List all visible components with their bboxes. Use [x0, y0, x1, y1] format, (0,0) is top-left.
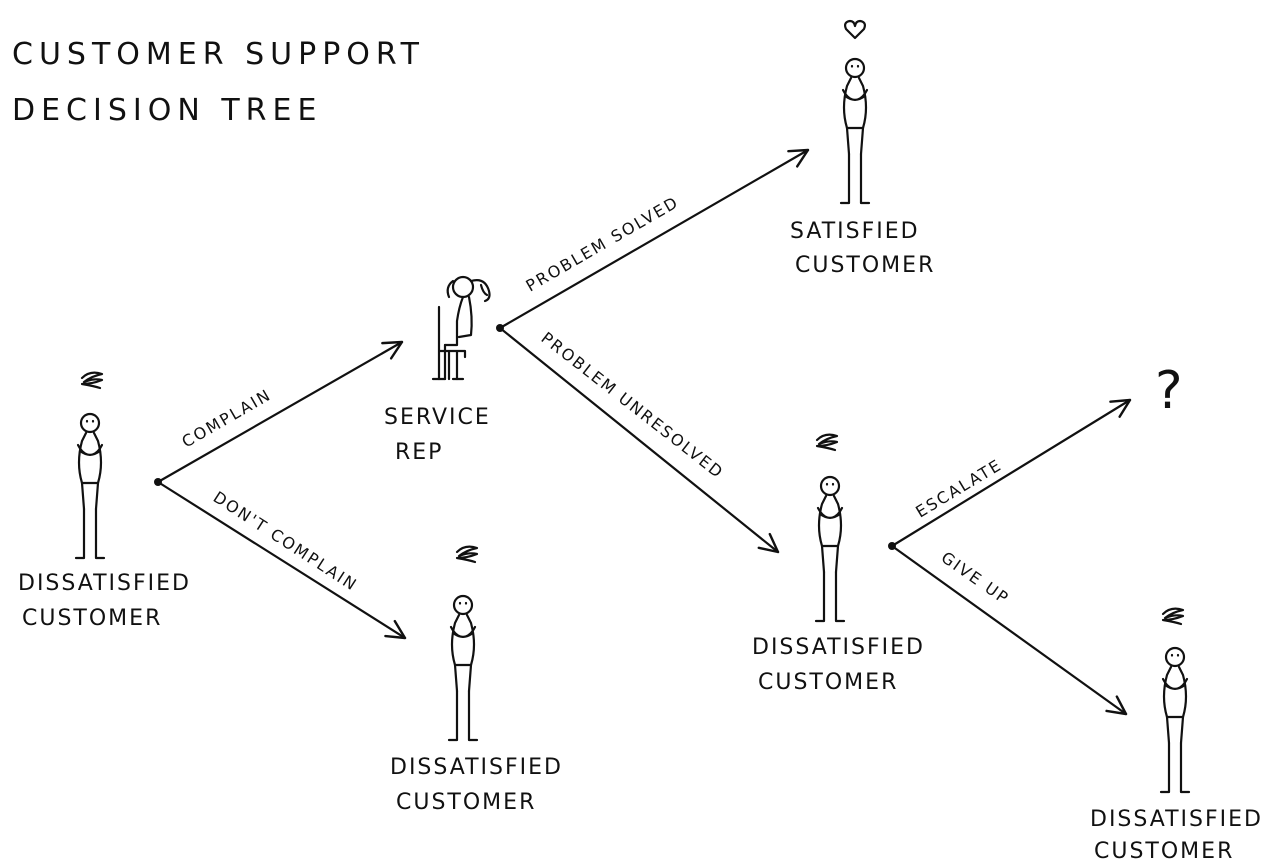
- node-satisfied-customer: SATISFIED CUSTOMER: [790, 19, 935, 278]
- title-line-2: DECISION TREE: [12, 93, 322, 128]
- node-satisfied-label-line-2: CUSTOMER: [795, 253, 935, 278]
- decision-point-unresolved: [888, 542, 896, 550]
- node-unresolved-label-line-1: DISSATISFIED: [752, 635, 925, 660]
- node-unresolved-label-line-2: CUSTOMER: [758, 670, 898, 695]
- edge-label-give-up: GIVE UP: [938, 548, 1013, 609]
- node-no-complain-dissatisfied-customer: DISSATISFIED CUSTOMER: [390, 545, 563, 815]
- edge-label-problem-unresolved: PROBLEM UNRESOLVED: [538, 328, 728, 482]
- node-service-rep-label-line-2: REP: [395, 440, 443, 465]
- node-gave-up-dissatisfied-customer: DISSATISFIED CUSTOMER: [1090, 607, 1263, 864]
- node-start-dissatisfied-customer: DISSATISFIED CUSTOMER: [18, 371, 191, 631]
- edge-problem-solved: PROBLEM SOLVED: [498, 148, 810, 330]
- question-mark-icon: ?: [1155, 361, 1183, 421]
- title-line-1: CUSTOMER SUPPORT: [12, 37, 425, 72]
- edge-complain: COMPLAIN: [156, 340, 404, 484]
- edge-problem-unresolved: PROBLEM UNRESOLVED: [498, 326, 780, 554]
- angry-scribble-icon: [815, 433, 839, 452]
- node-service-rep: SERVICE REP: [384, 275, 491, 465]
- stick-figure-icon: [74, 412, 106, 560]
- node-gave-up-label-line-2: CUSTOMER: [1094, 839, 1234, 864]
- edge-label-escalate: ESCALATE: [912, 455, 1005, 521]
- service-rep-figure-icon: [431, 275, 491, 381]
- stick-figure-icon: [814, 475, 846, 623]
- node-satisfied-label-line-1: SATISFIED: [790, 219, 920, 244]
- node-start-label-line-1: DISSATISFIED: [18, 571, 191, 596]
- edge-give-up: GIVE UP: [890, 544, 1128, 716]
- angry-scribble-icon: [1161, 607, 1185, 626]
- node-no-complain-label-line-2: CUSTOMER: [396, 790, 536, 815]
- decision-point-rep: [496, 324, 504, 332]
- stick-figure-icon: [1159, 646, 1191, 794]
- stick-figure-icon: [839, 57, 871, 205]
- node-unresolved-dissatisfied-customer: DISSATISFIED CUSTOMER: [752, 433, 925, 695]
- angry-scribble-icon: [80, 371, 104, 390]
- angry-scribble-icon: [455, 545, 479, 564]
- edge-escalate: ESCALATE: [890, 398, 1132, 548]
- stick-figure-icon: [447, 594, 479, 742]
- node-no-complain-label-line-1: DISSATISFIED: [390, 755, 563, 780]
- edge-label-problem-solved: PROBLEM SOLVED: [523, 192, 683, 295]
- node-start-label-line-2: CUSTOMER: [22, 606, 162, 631]
- edge-dont-complain: DON'T COMPLAIN: [156, 480, 407, 640]
- decision-point-start: [154, 478, 162, 486]
- heart-icon: [843, 19, 867, 40]
- node-gave-up-label-line-1: DISSATISFIED: [1090, 807, 1263, 832]
- node-unknown-outcome: ?: [1155, 361, 1183, 421]
- node-service-rep-label-line-1: SERVICE: [384, 405, 491, 430]
- edge-label-dont-complain: DON'T COMPLAIN: [210, 487, 361, 595]
